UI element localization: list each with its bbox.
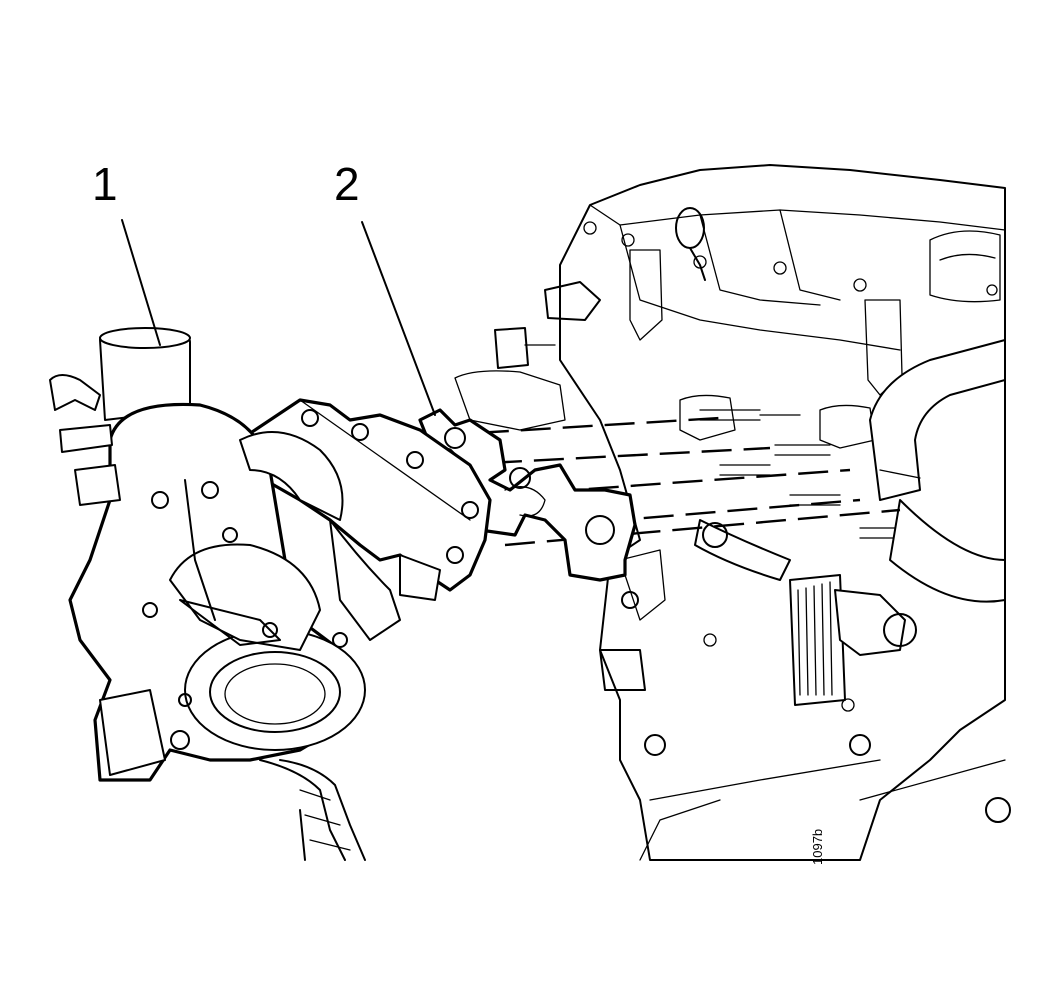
callout-leaders: [121, 219, 436, 416]
oil-cooler: [789, 574, 917, 756]
callout-2-label: 2: [334, 158, 360, 210]
engine-block: [454, 164, 1011, 861]
figure-reference-code: 1097b: [810, 829, 825, 865]
exhaust-manifold-turbocharger: [49, 327, 492, 861]
callout-1-label: 1: [92, 158, 118, 210]
